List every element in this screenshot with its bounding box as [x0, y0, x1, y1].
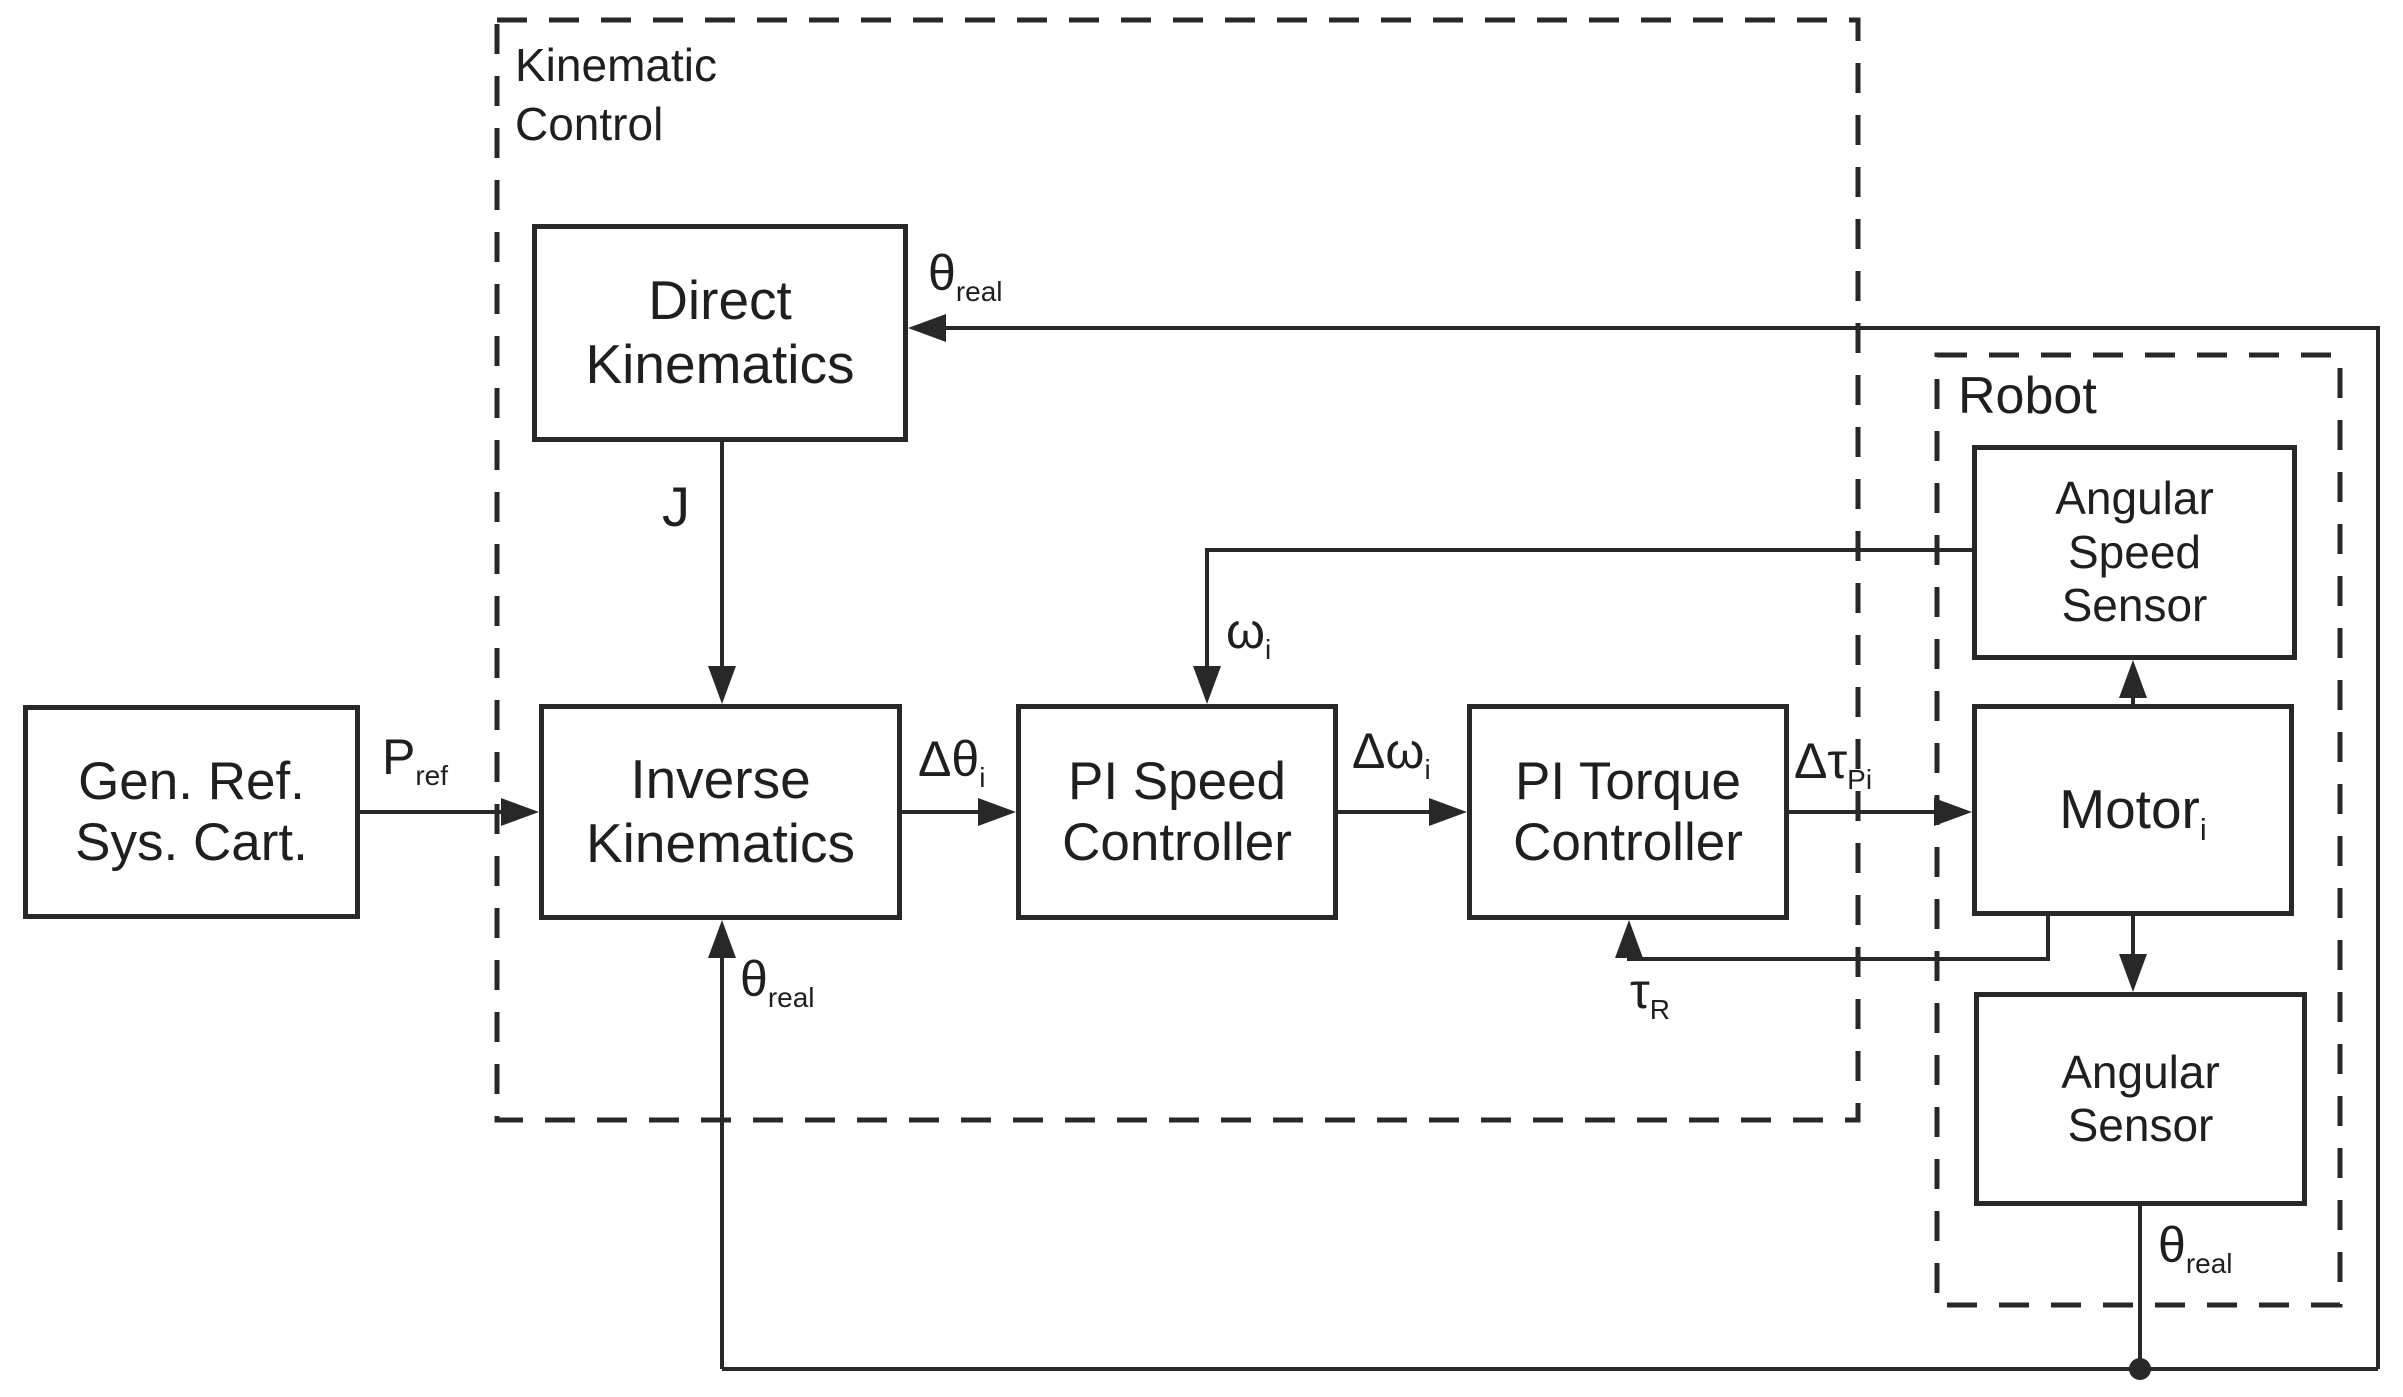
kinematic-control-label: Kinematic Control [515, 36, 717, 154]
angular-sensor-line1: Angular [2061, 1045, 2220, 1098]
delta-omega-base: Δω [1352, 723, 1425, 779]
angular-speed-sensor-line3: Sensor [2061, 579, 2208, 632]
theta-real-bottom-base: θ [2158, 1217, 2186, 1273]
kinematic-control-label-line2: Control [515, 97, 664, 150]
signal-delta-theta-i: Δθi [918, 730, 985, 792]
tau-r-sub: R [1649, 994, 1670, 1025]
arrowhead-j [708, 666, 736, 704]
robot-label: Robot [1958, 367, 2097, 425]
delta-omega-sub: i [1424, 754, 1431, 785]
theta-real-bottom-sub: real [2185, 1248, 2233, 1279]
kinematic-control-border [494, 17, 1861, 1123]
p-ref-base: P [382, 729, 416, 785]
block-inverse-kinematics: Inverse Kinematics [539, 704, 902, 920]
angular-speed-sensor-line1: Angular [2055, 472, 2214, 525]
theta-real-top-base: θ [928, 245, 956, 301]
block-angular-sensor: Angular Sensor [1974, 992, 2307, 1206]
block-direct-kinematics: Direct Kinematics [532, 224, 908, 442]
motor-label-base: Motor [2059, 778, 2200, 841]
arrowhead-motor-to-angular-sensor [2119, 954, 2147, 992]
signal-delta-tau-pi: ΔτPi [1794, 732, 1872, 794]
arrowhead-theta-real-to-inverse [708, 920, 736, 958]
signal-theta-real-bottom: θreal [2158, 1216, 2233, 1278]
pi-torque-line2: Controller [1513, 813, 1743, 872]
signal-delta-omega-i: Δωi [1352, 722, 1431, 784]
theta-real-top-sub: real [955, 276, 1003, 307]
angular-sensor-line2: Sensor [2067, 1099, 2214, 1151]
omega-base: ω [1226, 603, 1266, 659]
arrowhead-theta-real-to-direct [908, 314, 946, 342]
theta-real-mid-sub: real [767, 982, 815, 1013]
junction-dot [2129, 1358, 2151, 1380]
arrowhead-delta-omega [1429, 798, 1467, 826]
arrowhead-delta-tau [1934, 798, 1972, 826]
wire-theta-real-to-direct [944, 326, 2380, 1369]
theta-real-mid-base: θ [740, 951, 768, 1007]
arrowhead-omega [1193, 666, 1221, 704]
block-motor: Motori [1972, 704, 2294, 916]
delta-theta-base: Δθ [918, 731, 980, 787]
wire-tau-r [1627, 916, 2050, 961]
p-ref-sub: ref [415, 760, 449, 791]
direct-kinematics-line2: Kinematics [585, 333, 855, 395]
motor-label: Motori [2059, 778, 2206, 845]
signal-p-ref: Pref [382, 728, 448, 790]
pi-speed-line1: PI Speed [1067, 751, 1287, 811]
delta-tau-sub: Pi [1847, 764, 1873, 795]
delta-tau-base: Δτ [1794, 733, 1848, 789]
arrowhead-p-ref [501, 798, 539, 826]
signal-tau-r: τR [1630, 962, 1670, 1024]
signal-j: J [662, 475, 690, 538]
gen-ref-line1: Gen. Ref. [78, 751, 305, 811]
gen-ref-line2: Sys. Cart. [75, 813, 308, 872]
block-pi-torque-controller: PI Torque Controller [1467, 704, 1789, 920]
omega-sub: i [1265, 634, 1272, 665]
pi-torque-line1: PI Torque [1515, 751, 1741, 811]
arrowhead-motor-to-speed-sensor [2119, 660, 2147, 698]
delta-theta-sub: i [979, 762, 986, 793]
block-pi-speed-controller: PI Speed Controller [1016, 704, 1338, 920]
signal-theta-real-top: θreal [928, 244, 1003, 306]
tau-r-base: τ [1630, 963, 1650, 1019]
wire-omega [1205, 548, 1972, 668]
signal-omega-i: ωi [1226, 602, 1271, 664]
inverse-kinematics-line2: Kinematics [586, 812, 855, 874]
direct-kinematics-line1: Direct [648, 269, 792, 332]
signal-theta-real-mid: θreal [740, 950, 815, 1012]
inverse-kinematics-line1: Inverse [630, 748, 811, 811]
motor-label-sub: i [2199, 812, 2207, 848]
arrowhead-delta-theta [978, 798, 1016, 826]
pi-speed-line2: Controller [1062, 813, 1292, 872]
block-gen-ref-sys-cart: Gen. Ref. Sys. Cart. [23, 705, 360, 919]
arrowhead-tau-r [1615, 920, 1643, 958]
angular-speed-sensor-line2: Speed [2067, 525, 2201, 578]
kinematic-control-label-line1: Kinematic [515, 39, 717, 91]
block-angular-speed-sensor: Angular Speed Sensor [1972, 445, 2297, 660]
